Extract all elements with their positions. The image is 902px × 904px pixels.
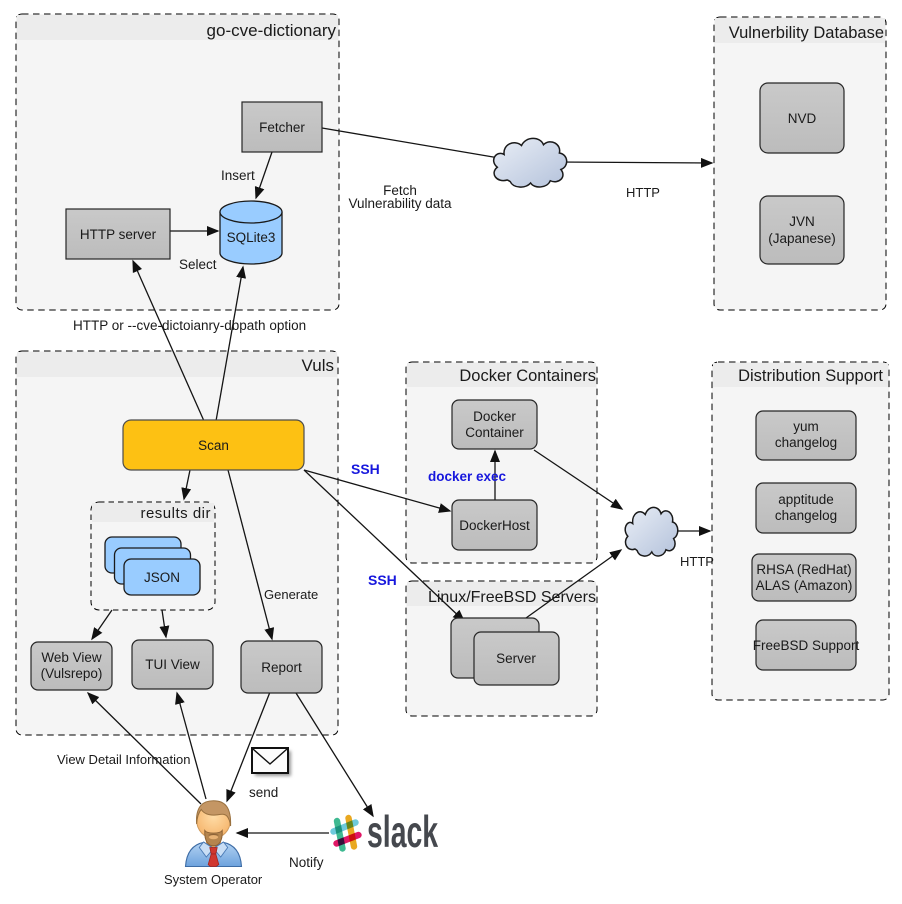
svg-text:go-cve-dictionary: go-cve-dictionary [207, 21, 337, 40]
svg-text:Vuls: Vuls [302, 356, 334, 375]
svg-text:Docker: Docker [473, 409, 516, 424]
svg-text:SSH: SSH [368, 572, 397, 588]
svg-text:Vulnerability data: Vulnerability data [348, 196, 452, 211]
svg-text:Vulnerbility Database: Vulnerbility Database [729, 24, 884, 42]
svg-text:View Detail Information: View Detail Information [57, 752, 190, 767]
svg-text:JSON: JSON [144, 570, 180, 585]
svg-text:Generate: Generate [264, 587, 318, 602]
svg-text:changelog: changelog [775, 508, 837, 523]
svg-text:Insert: Insert [221, 168, 255, 183]
svg-text:JVN: JVN [789, 214, 815, 229]
svg-text:changelog: changelog [775, 435, 837, 450]
svg-text:Fetcher: Fetcher [259, 120, 305, 135]
svg-text:RHSA (RedHat): RHSA (RedHat) [756, 562, 851, 577]
svg-text:SQLite3: SQLite3 [227, 230, 276, 245]
svg-text:yum: yum [793, 419, 819, 434]
svg-text:NVD: NVD [788, 111, 817, 126]
svg-text:Linux/FreeBSD Servers: Linux/FreeBSD Servers [428, 589, 596, 606]
svg-text:Scan: Scan [198, 438, 229, 453]
svg-text:Server: Server [496, 651, 536, 666]
svg-text:FreeBSD Support: FreeBSD Support [753, 638, 860, 653]
svg-text:HTTP: HTTP [680, 554, 714, 569]
svg-text:Fetch: Fetch [383, 183, 417, 198]
svg-text:HTTP or --cve-dictoianry-dbpat: HTTP or --cve-dictoianry-dbpath option [73, 318, 306, 333]
svg-text:HTTP server: HTTP server [80, 227, 157, 242]
svg-text:Distribution Support: Distribution Support [738, 367, 883, 385]
svg-text:(Vulsrepo): (Vulsrepo) [41, 666, 103, 681]
svg-text:SSH: SSH [351, 461, 380, 477]
svg-text:TUI View: TUI View [145, 657, 200, 672]
svg-text:ALAS (Amazon): ALAS (Amazon) [756, 578, 853, 593]
svg-text:results dir: results dir [140, 505, 211, 522]
svg-text:slack: slack [367, 807, 438, 857]
svg-text:Select: Select [179, 257, 217, 272]
svg-text:send: send [249, 785, 278, 800]
svg-text:Container: Container [465, 425, 524, 440]
svg-text:DockerHost: DockerHost [459, 518, 530, 533]
svg-text:System Operator: System Operator [164, 872, 263, 887]
svg-text:Docker Containers: Docker Containers [459, 367, 596, 385]
svg-text:Report: Report [261, 660, 302, 675]
svg-text:Web View: Web View [41, 650, 102, 665]
svg-text:Notify: Notify [289, 855, 324, 870]
svg-text:apptitude: apptitude [778, 492, 834, 507]
svg-text:docker exec: docker exec [428, 469, 507, 484]
svg-text:(Japanese): (Japanese) [768, 231, 836, 246]
svg-text:HTTP: HTTP [626, 185, 660, 200]
